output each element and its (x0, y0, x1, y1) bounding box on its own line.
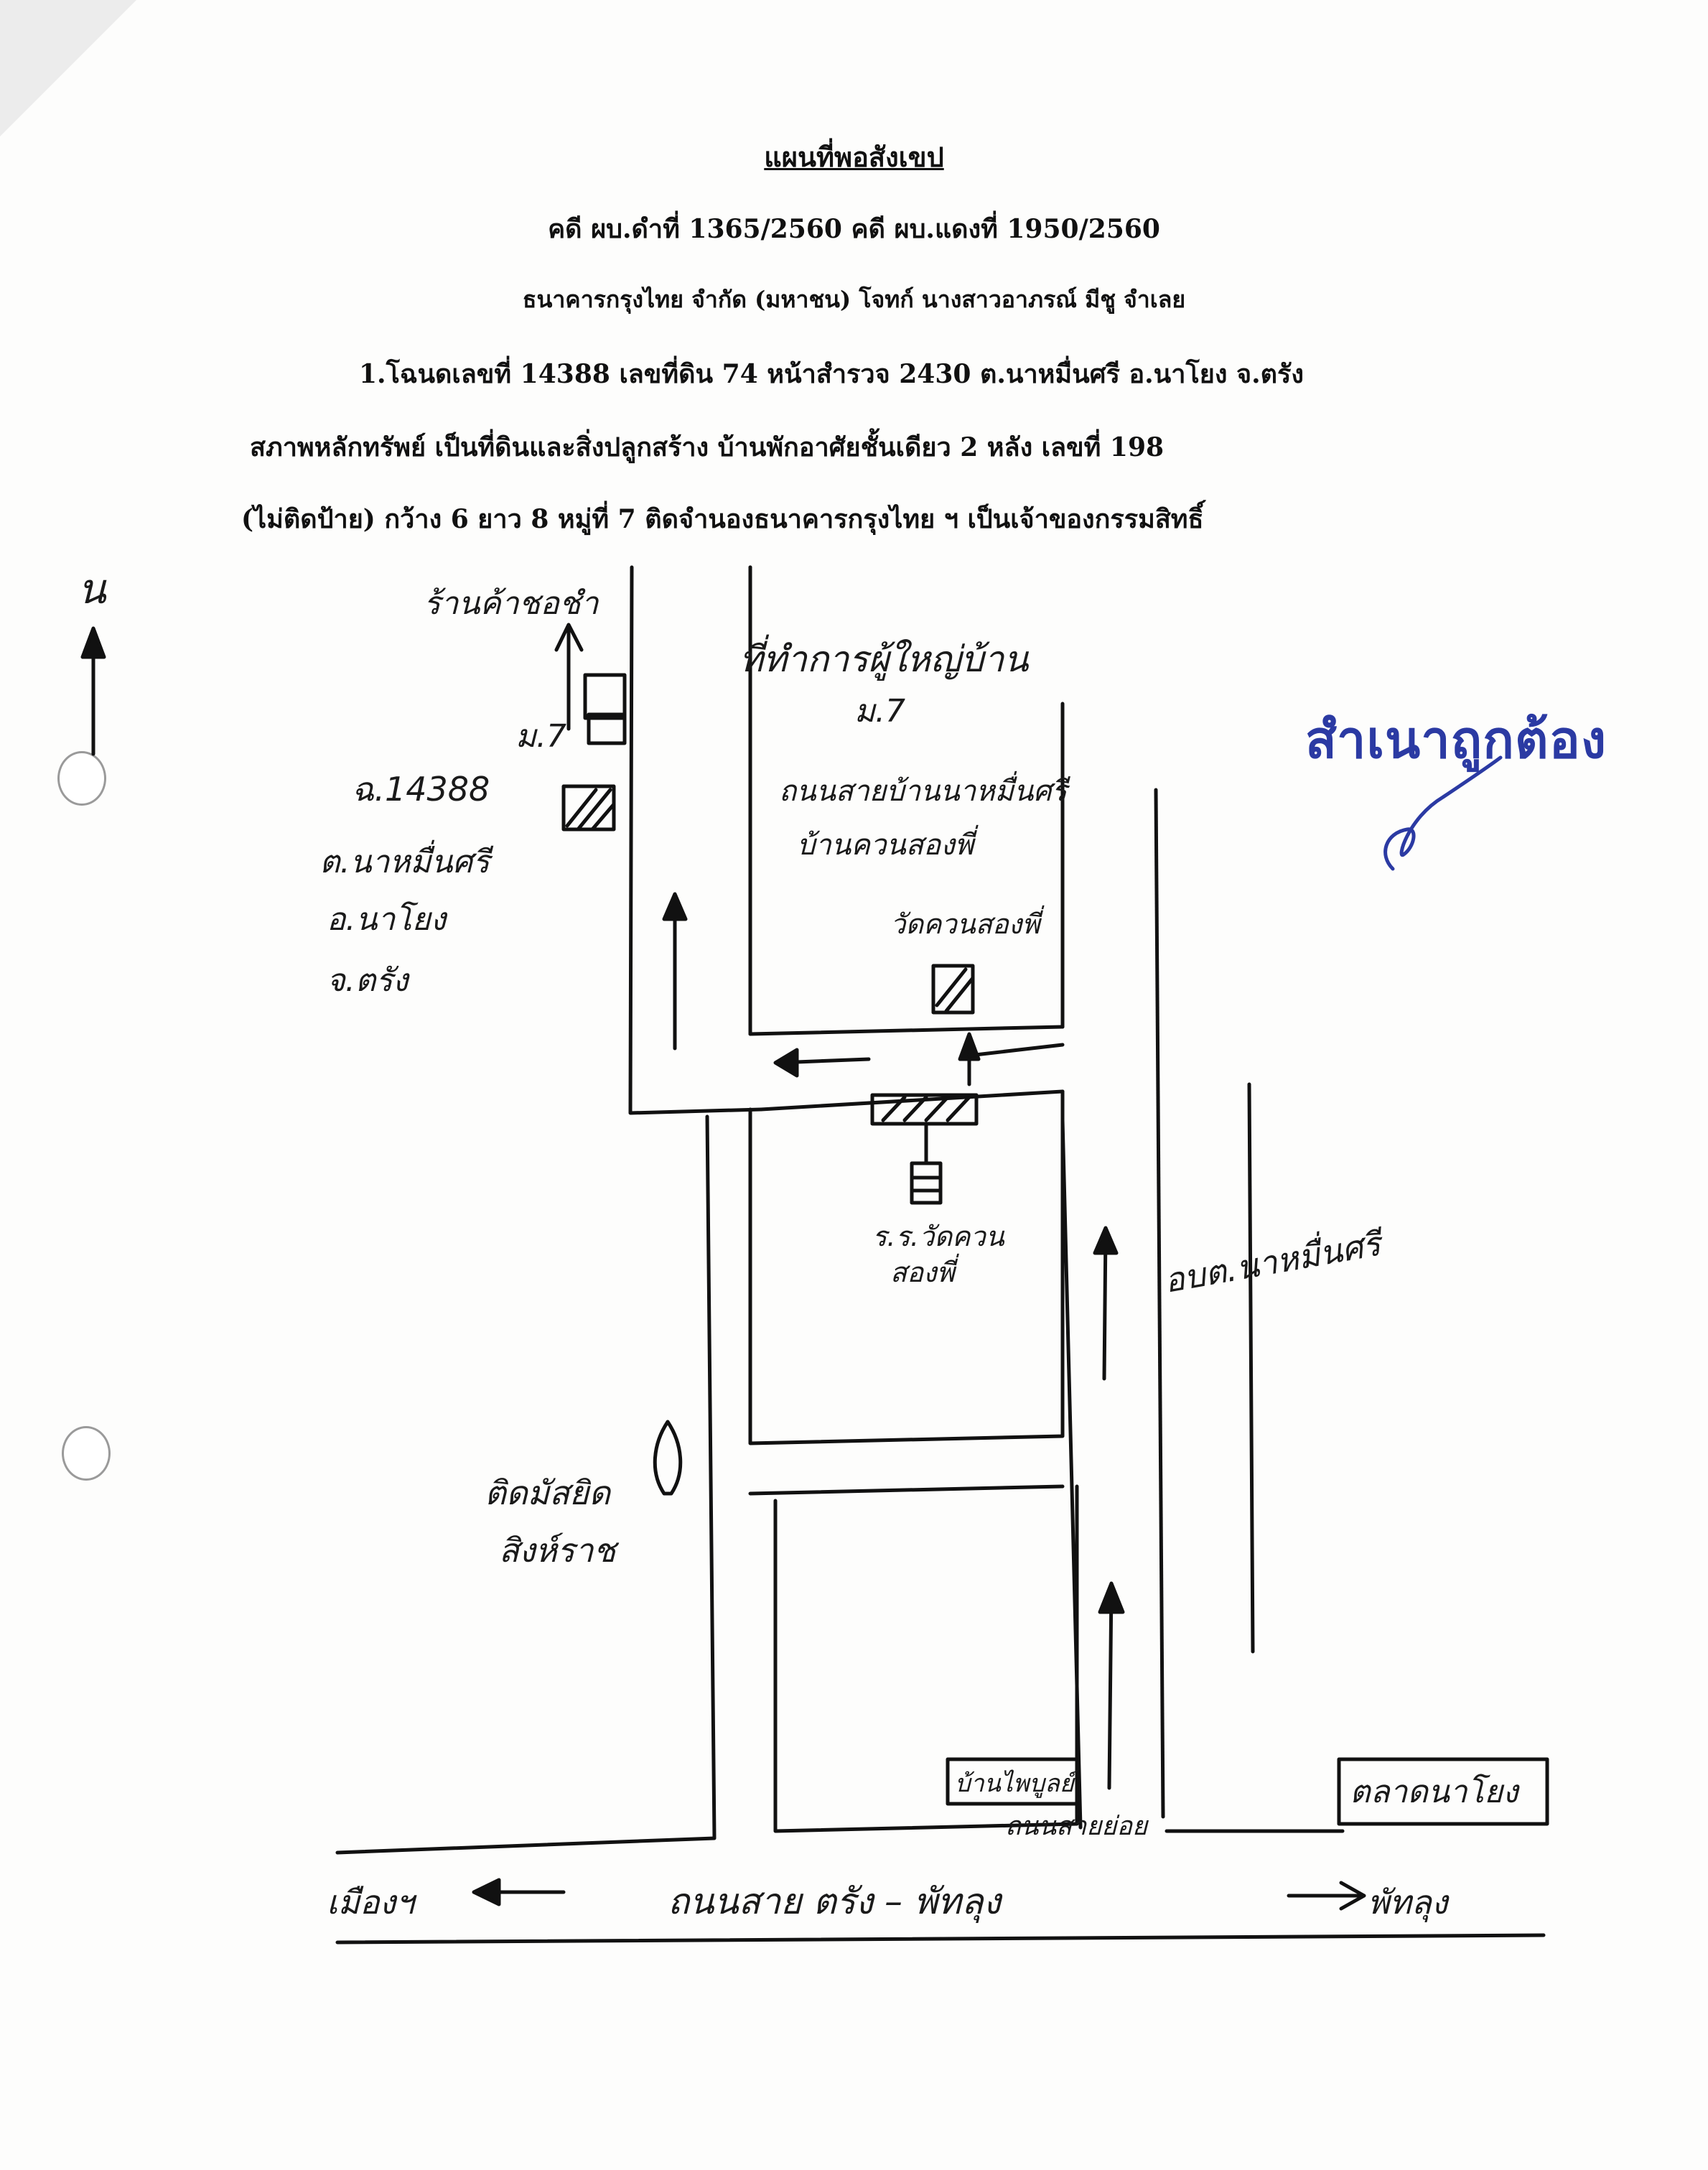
case-number-line: คดี ผบ.ดำที่ 1365/2560 คดี ผบ.แดงที่ 195… (548, 214, 1160, 244)
to-city-label: เมืองฯ (327, 1883, 417, 1922)
deed-number-label: ฉ.14388 (352, 770, 490, 809)
school-block (748, 1089, 1065, 1445)
left-arrow-cross-road-icon (773, 1048, 871, 1078)
cross-road-upper-edge (759, 1089, 1065, 1112)
mosque-label-2: สิงห์ราช (499, 1531, 619, 1570)
north-label: น (78, 564, 107, 613)
house-marker (946, 1757, 1079, 1806)
market-marker (1337, 1757, 1549, 1826)
parties-line: ธนาคารกรุงไทย จำกัด (มหาชน) โจทก์ นางสาว… (522, 286, 1186, 313)
document-title: แผนที่พอสังเขป (764, 141, 944, 173)
shop-direction-arrow-icon (554, 623, 584, 731)
punch-hole-upper (57, 751, 106, 806)
north-arrow-icon (80, 626, 106, 756)
property-parcel-marker (561, 784, 616, 832)
mosque-marker-icon (653, 1420, 683, 1496)
property-line: สภาพหลักทรัพย์ เป็นที่ดินและสิ่งปลูกสร้า… (250, 432, 1165, 462)
shop-marker (583, 673, 627, 720)
village-marker (587, 712, 627, 745)
road-upper-label-2: บ้านควนสองพี่ (797, 824, 979, 862)
to-phatthalung-label: พัทลุง (1368, 1883, 1450, 1922)
deed-line: 1.โฉนดเลขที่ 14388 เลขที่ดิน 74 หน้าสำรว… (359, 359, 1304, 389)
tao-label: อบต.นาหมื่นศรี (1161, 1220, 1388, 1300)
detail-line: (ไม่ติดป้าย) กว้าง 6 ยาว 8 หมู่ที่ 7 ติด… (241, 504, 1204, 534)
temple-label: วัดควนสองพี่ (890, 905, 1045, 940)
village-office-label: ที่ทำการผู้ใหญ่บ้าน (739, 634, 1030, 681)
up-arrow-left-road-icon (662, 892, 688, 1051)
road-far-east-edge (1247, 1082, 1255, 1654)
school-label-2: สองพี่ (890, 1253, 960, 1288)
arrow-to-phatthalung-icon (1287, 1881, 1366, 1911)
up-arrow-right-road-upper-icon (1093, 1226, 1119, 1381)
page-corner-fold (0, 0, 136, 136)
road-lower-left-edge (335, 1114, 717, 1855)
up-arrow-right-road-lower-icon (1098, 1581, 1125, 1790)
district-label: อ.นาโยง (327, 901, 449, 938)
stamp-signature (1383, 755, 1503, 871)
shop-label: ร้านค้าชอชำ (424, 585, 599, 622)
main-road-south-edge (335, 1933, 1546, 1945)
village-label: ม.7 (515, 718, 566, 755)
punch-hole-lower (62, 1426, 111, 1481)
temple-marker (931, 964, 975, 1015)
mosque-label-1: ติดมัสยิด (485, 1473, 612, 1512)
school-building-marker (870, 1093, 979, 1205)
village-office-moo-label: ม.7 (854, 693, 905, 730)
road-upper-label-1: ถนนสายบ้านนาหมื่นศรี (779, 770, 1070, 808)
house-label: บ้านไพบูลย์ (955, 1769, 1079, 1798)
school-block-bottom-road (748, 1484, 1065, 1496)
school-label-1: ร.ร.วัดควน (872, 1221, 1005, 1252)
certified-copy-stamp: สำเนาถูกต้อง (1305, 709, 1607, 770)
arrow-to-city-icon (472, 1878, 566, 1906)
village-road-label: ถนนสายย่อย (1005, 1812, 1149, 1841)
main-road-label: ถนนสาย ตรัง – พัทลุง (668, 1881, 1004, 1924)
road-right-west-edge (1060, 1118, 1083, 1830)
province-label: จ.ตรัง (327, 962, 411, 999)
up-arrow-cross-road-icon (958, 1032, 1065, 1086)
market-label: ตลาดนาโยง (1350, 1774, 1521, 1810)
subdistrict-label: ต.นาหมื่นศรี (319, 839, 494, 880)
road-upper-left-west-edge (628, 565, 763, 1115)
road-right-east-edge (1154, 788, 1165, 1819)
